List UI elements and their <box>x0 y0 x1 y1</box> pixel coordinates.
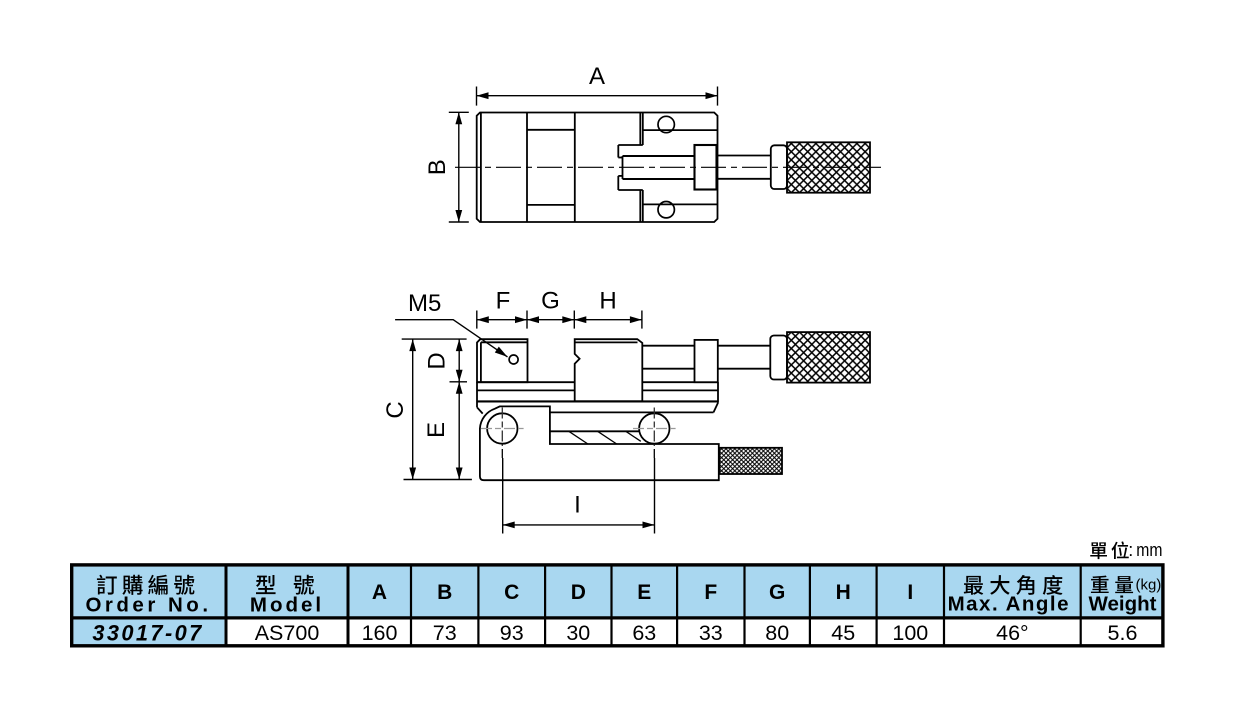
svg-text:5.6: 5.6 <box>1108 621 1138 645</box>
svg-text:B: B <box>437 581 452 604</box>
svg-text:M5: M5 <box>408 290 441 317</box>
svg-text:160: 160 <box>362 621 398 645</box>
svg-text:C: C <box>504 581 519 604</box>
svg-text:Model: Model <box>250 594 324 617</box>
svg-text:E: E <box>637 581 651 604</box>
svg-text::: : <box>1128 540 1133 560</box>
svg-text:45: 45 <box>831 621 855 645</box>
svg-text:G: G <box>541 288 560 315</box>
svg-text:E: E <box>423 422 450 438</box>
svg-text:Order No.: Order No. <box>85 594 211 617</box>
svg-text:30: 30 <box>566 621 590 645</box>
svg-text:46°: 46° <box>996 621 1029 645</box>
svg-text:80: 80 <box>765 621 789 645</box>
svg-text:H: H <box>599 288 616 315</box>
svg-text:100: 100 <box>892 621 928 645</box>
svg-text:A: A <box>372 581 387 604</box>
svg-text:A: A <box>589 63 605 90</box>
svg-text:D: D <box>571 581 586 604</box>
svg-text:Max. Angle: Max. Angle <box>948 593 1070 616</box>
svg-text:I: I <box>907 581 913 604</box>
svg-text:mm: mm <box>1136 539 1162 560</box>
svg-text:I: I <box>574 492 581 519</box>
svg-text:C: C <box>382 401 409 418</box>
svg-text:73: 73 <box>433 621 457 645</box>
svg-text:H: H <box>836 581 851 604</box>
svg-text:Weight: Weight <box>1089 593 1157 616</box>
svg-text:G: G <box>769 581 785 604</box>
svg-text:B: B <box>424 159 451 175</box>
svg-text:F: F <box>496 288 511 315</box>
svg-text:D: D <box>424 352 451 369</box>
svg-text:F: F <box>704 581 717 604</box>
svg-text:AS700: AS700 <box>255 621 320 645</box>
svg-text:63: 63 <box>632 621 656 645</box>
svg-text:33: 33 <box>699 621 723 645</box>
svg-text:93: 93 <box>500 621 524 645</box>
svg-text:33017-07: 33017-07 <box>92 621 203 646</box>
svg-text:(kg): (kg) <box>1136 577 1162 594</box>
